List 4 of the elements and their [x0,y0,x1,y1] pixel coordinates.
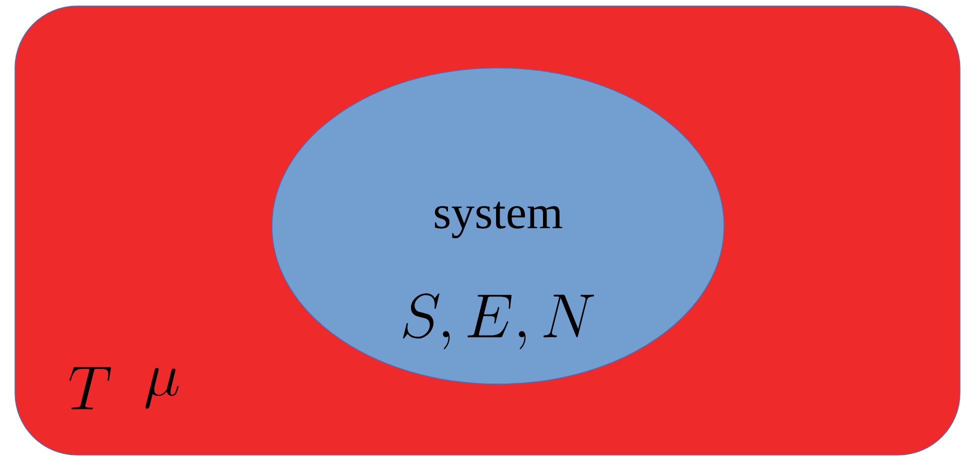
variable-label: $T$ [69,367,111,410]
variable-label: $S, E, N$ [403,293,594,350]
variable-label: $\mu$ [145,368,179,409]
node-label: system [434,202,562,238]
